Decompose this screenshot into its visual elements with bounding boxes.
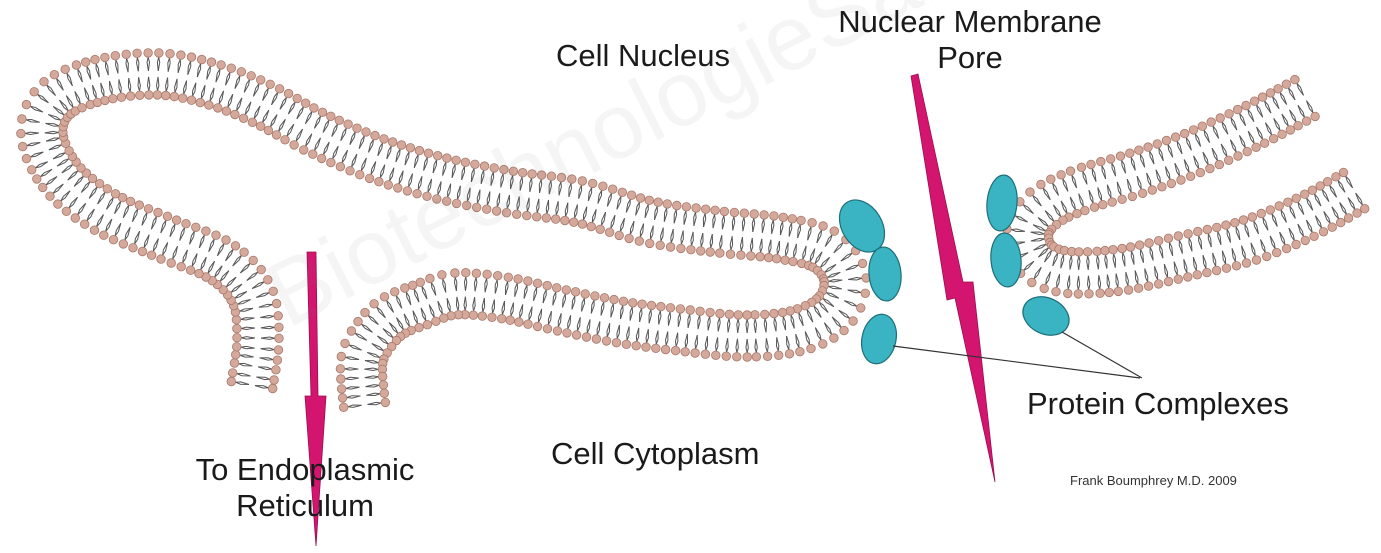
nuclear-pore-label-line2: Pore bbox=[800, 40, 1140, 76]
cell-cytoplasm-label: Cell Cytoplasm bbox=[551, 436, 759, 472]
lipid-bilayer-layer bbox=[17, 49, 1369, 412]
protein-complexes-label: Protein Complexes bbox=[1027, 386, 1289, 422]
author-credit: Frank Boumphrey M.D. 2009 bbox=[1070, 473, 1237, 488]
protein-complex-2 bbox=[867, 246, 904, 303]
cell-nucleus-label: Cell Nucleus bbox=[556, 38, 730, 74]
protein-complex-5 bbox=[989, 232, 1024, 288]
protein-leader-line-right bbox=[1062, 332, 1142, 378]
nuclear-membrane-pore-label: Nuclear Membrane Pore bbox=[800, 4, 1140, 76]
to-endoplasmic-reticulum-label: To Endoplasmic Reticulum bbox=[150, 452, 460, 524]
to-er-label-line1: To Endoplasmic bbox=[150, 452, 460, 488]
to-er-label-line2: Reticulum bbox=[150, 488, 460, 524]
leader-lines-layer bbox=[893, 332, 1142, 378]
protein-complex-3 bbox=[857, 311, 901, 367]
nuclear-pore-arrow bbox=[911, 74, 995, 482]
protein-complex-4 bbox=[985, 174, 1020, 232]
protein-leader-line-left bbox=[893, 346, 1140, 378]
nuclear-pore-label-line1: Nuclear Membrane bbox=[800, 4, 1140, 40]
nuclear-envelope-left-bilayer bbox=[17, 49, 871, 412]
nuclear-envelope-right-bilayer bbox=[1003, 75, 1369, 298]
